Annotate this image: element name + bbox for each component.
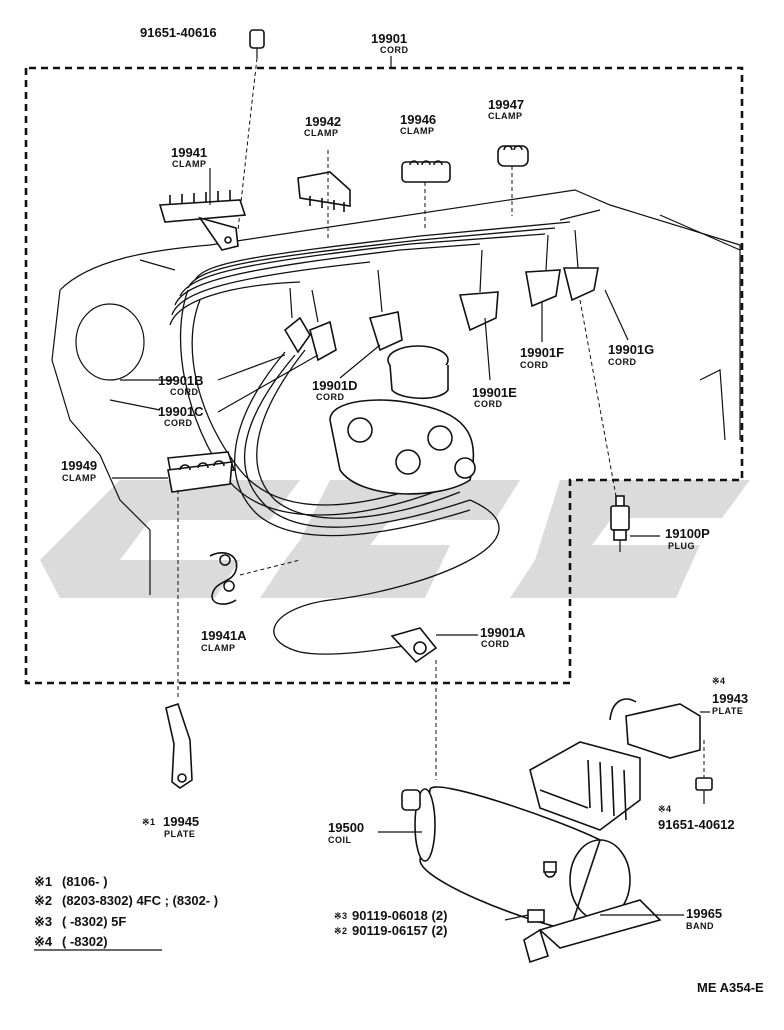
label-19901b-name: CORD [170, 387, 199, 397]
watermark-logo [40, 480, 750, 598]
label-19943-mark: ※4 [712, 676, 726, 686]
clamp-19941a[interactable] [209, 552, 301, 605]
label-19901c-name: CORD [164, 418, 193, 428]
label-19946: 19946 [400, 112, 436, 127]
label-19901a-name: CORD [481, 639, 510, 649]
clamp-19947[interactable] [497, 145, 529, 216]
label-19945-mark: ※1 [142, 817, 156, 827]
engine-block [51, 189, 741, 595]
spark-plug-19100p[interactable] [579, 299, 630, 552]
cord-boot-b[interactable] [283, 287, 311, 354]
bolt-91651-40616[interactable] [237, 29, 265, 231]
label-screw-2-mark: ※2 [334, 926, 348, 936]
label-screw-3: 90119-06018 (2) [352, 908, 447, 923]
label-19949-name: CLAMP [62, 473, 97, 483]
label-19942-name: CLAMP [304, 128, 339, 138]
label-19901d-name: CORD [316, 392, 345, 402]
leader-lines [109, 168, 710, 921]
note-1-text: (8106- ) [62, 874, 108, 889]
label-screw-3-mark: ※3 [334, 911, 348, 921]
label-19945: 19945 [163, 814, 199, 829]
note-4-mark: ※4 [34, 934, 53, 949]
plug-cord-bundle[interactable] [169, 221, 571, 537]
label-19100p: 19100P [665, 526, 710, 541]
ignition-coil-19500[interactable] [401, 786, 601, 931]
label-19941a: 19941A [201, 628, 247, 643]
label-19901e: 19901E [472, 385, 517, 400]
note-3-text: ( -8302) 5F [62, 914, 126, 929]
cord-boot-f[interactable] [525, 234, 561, 308]
cord-boot-g[interactable] [562, 229, 599, 302]
label-19901g-name: CORD [608, 357, 637, 367]
label-19941: 19941 [171, 145, 207, 160]
label-19946-name: CLAMP [400, 126, 435, 136]
label-19100p-name: PLUG [668, 541, 695, 551]
label-19901b: 19901B [158, 373, 204, 388]
label-bolt-91651-40612: 91651-40612 [658, 817, 735, 832]
distributor [329, 345, 476, 495]
label-19500-name: COIL [328, 835, 352, 845]
note-2-text: (8203-8302) 4FC ; (8302- ) [62, 893, 218, 908]
labels: 91651-40616 19901 CORD 19942 CLAMP 19946… [61, 25, 748, 938]
note-1-mark: ※1 [34, 874, 52, 889]
label-19901-name: CORD [380, 45, 409, 55]
label-bolt-91651-40612-mark: ※4 [658, 804, 672, 814]
label-19941a-name: CLAMP [201, 643, 236, 653]
note-3-mark: ※3 [34, 914, 52, 929]
label-19901a: 19901A [480, 625, 526, 640]
label-19943: 19943 [712, 691, 748, 706]
label-19943-name: PLATE [712, 706, 743, 716]
label-19901f-name: CORD [520, 360, 549, 370]
igniter-unit [529, 741, 641, 831]
label-19901f: 19901F [520, 345, 564, 360]
label-bolt-91651-40616: 91651-40616 [140, 25, 217, 40]
label-19500: 19500 [328, 820, 364, 835]
cord-boot-d[interactable] [368, 269, 403, 352]
cord-19901a[interactable] [273, 499, 500, 780]
label-19965: 19965 [686, 906, 722, 921]
cord-boot-e[interactable] [458, 249, 499, 332]
label-19901c: 19901C [158, 404, 204, 419]
label-19949: 19949 [61, 458, 97, 473]
label-19947: 19947 [488, 97, 524, 112]
band-19965[interactable] [523, 839, 662, 964]
label-19901e-name: CORD [474, 399, 503, 409]
plate-19943[interactable] [609, 698, 705, 790]
note-4-text: ( -8302) [62, 934, 108, 949]
label-19901d: 19901D [312, 378, 358, 393]
cord-set-boundary [24, 56, 744, 685]
label-19965-name: BAND [686, 921, 714, 931]
note-2-mark: ※2 [34, 893, 52, 908]
clamp-19942[interactable] [297, 150, 351, 240]
diagram-code: ME A354-E [697, 980, 764, 995]
label-19945-name: PLATE [164, 829, 195, 839]
plate-19945[interactable] [165, 490, 193, 789]
clamp-19941[interactable] [158, 190, 247, 251]
notes-block: ※1 (8106- ) ※2 (8203-8302) 4FC ; (8302- … [34, 874, 218, 951]
label-19947-name: CLAMP [488, 111, 523, 121]
label-screw-2: 90119-06157 (2) [352, 923, 447, 938]
bolt-91651-40612[interactable] [695, 777, 713, 804]
clamp-19946[interactable] [401, 160, 451, 230]
label-19942: 19942 [305, 114, 341, 129]
cord-boot-c[interactable] [309, 289, 337, 362]
label-19901g: 19901G [608, 342, 654, 357]
label-19941-name: CLAMP [172, 159, 207, 169]
label-19901: 19901 [371, 31, 407, 46]
clamp-19949[interactable] [167, 451, 236, 493]
